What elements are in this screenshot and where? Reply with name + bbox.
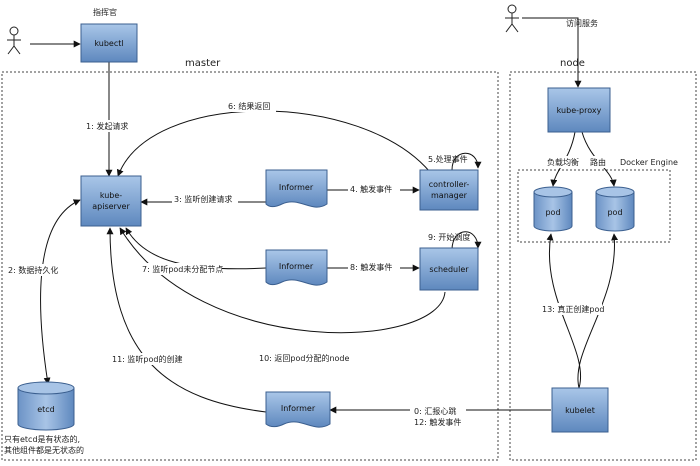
node-label: node <box>560 58 585 69</box>
edge-label-4: 4. 触发事件 <box>350 184 392 194</box>
edge-2 <box>40 199 81 385</box>
pod-1-label: pod <box>545 208 560 217</box>
edge-7 <box>125 227 267 270</box>
kube-apiserver-node[interactable]: kube- apiserver <box>80 175 142 227</box>
commander-actor-icon <box>7 26 21 55</box>
edge-label-route: 路由 <box>590 157 606 167</box>
edge-6 <box>116 110 431 177</box>
pod-2-node[interactable]: pod <box>595 186 635 232</box>
kubelet-label: kubelet <box>565 406 595 415</box>
controller-manager-label-1: controller- <box>429 180 470 189</box>
edge-label-8: 8: 触发事件 <box>350 262 392 272</box>
edge-11 <box>106 227 267 413</box>
master-label: master <box>185 58 221 69</box>
edge-label-11: 11: 监听pod的创建 <box>112 354 182 364</box>
kube-proxy-label: kube-proxy <box>557 106 602 115</box>
informer-1-label: Informer <box>279 183 314 192</box>
edge-13b <box>577 233 619 389</box>
client-actor-icon <box>505 4 519 33</box>
scheduler-node[interactable]: scheduler <box>419 247 479 291</box>
pod-1-node[interactable]: pod <box>533 186 573 232</box>
master-region <box>1 71 499 461</box>
kubelet-node[interactable]: kubelet <box>551 387 609 433</box>
edge-label-9: 9: 开始调度 <box>428 232 470 242</box>
informer-scheduler-node[interactable]: Informer <box>265 249 328 286</box>
etcd-label: etcd <box>37 405 55 414</box>
edge-label-7: 7: 监听pod未分配节点 <box>142 264 223 274</box>
edge-label-5: 5.处理事件 <box>428 154 468 164</box>
edge-client-kubeproxy <box>522 17 582 88</box>
edge-label-1: 1: 发起请求 <box>86 121 128 131</box>
informer-kubelet-node[interactable]: Informer <box>265 391 331 428</box>
access-service-label: 访问服务 <box>566 18 598 28</box>
edge-label-3: 3: 监听创建请求 <box>174 194 232 204</box>
pod-2-label: pod <box>607 208 622 217</box>
edge-label-2: 2: 数据持久化 <box>8 265 58 275</box>
kube-apiserver-label-2: apiserver <box>92 202 130 211</box>
edge-label-lb: 负载均衡 <box>547 157 579 167</box>
edge-label-10: 10: 返回pod分配的node <box>259 353 350 363</box>
informer-controller-node[interactable]: Informer <box>265 169 328 208</box>
informer-3-label: Informer <box>281 404 316 413</box>
edge-13a <box>546 233 581 389</box>
controller-manager-label-2: manager <box>431 191 468 200</box>
edge-label-12b: 12: 触发事件 <box>414 417 461 427</box>
docker-engine-label: Docker Engine <box>620 158 678 167</box>
commander-label: 指挥官 <box>93 7 117 17</box>
edge-label-12a: 0: 汇报心跳 <box>414 406 456 416</box>
docker-engine-region <box>517 169 671 243</box>
etcd-note-1: 只有etcd是有状态的, <box>4 434 80 444</box>
etcd-note-2: 其他组件都是无状态的 <box>4 445 84 455</box>
kube-proxy-node[interactable]: kube-proxy <box>547 87 611 133</box>
kubectl-node[interactable]: kubectl <box>80 23 138 63</box>
etcd-node[interactable]: etcd <box>17 381 75 431</box>
kubectl-label: kubectl <box>94 39 123 48</box>
scheduler-label: scheduler <box>429 265 469 274</box>
edge-5 <box>451 152 482 171</box>
kube-apiserver-label-1: kube- <box>100 191 122 200</box>
node-region <box>509 71 697 461</box>
edge-label-13: 13: 真正创建pod <box>542 304 604 314</box>
edge-label-6: 6: 结果返回 <box>228 101 270 111</box>
edge-9 <box>451 231 482 251</box>
informer-2-label: Informer <box>279 262 314 271</box>
controller-manager-node[interactable]: controller- manager <box>419 169 479 211</box>
